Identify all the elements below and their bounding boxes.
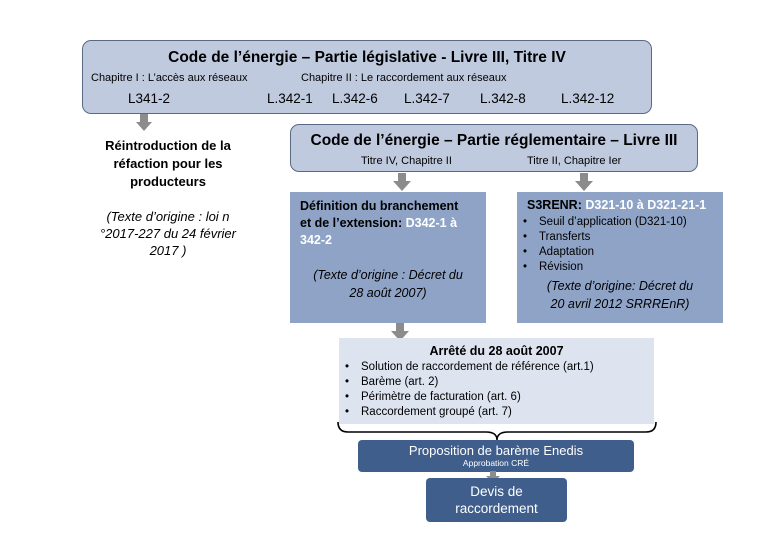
definition-ref-a: D342-1 à	[405, 216, 458, 230]
s3renr-item: Transferts	[517, 230, 687, 245]
arrete-title: Arrêté du 28 août 2007	[429, 344, 564, 358]
refaction-origin: (Texte d’origine : loi n °2017-227 du 24…	[92, 208, 244, 259]
proposition-sub: Approbation CRÉ	[462, 458, 530, 468]
arrete-box: Arrêté du 28 août 2007 Solution de racco…	[339, 338, 654, 424]
definition-box: Définition du branchement et de l’extens…	[290, 192, 486, 323]
devis-line-1: Devis de	[470, 484, 523, 499]
legislative-box: Code de l’énergie – Partie législative -…	[82, 40, 652, 114]
s3renr-refs: D321-10 à D321-21-1	[585, 198, 707, 212]
arrete-item: Solution de raccordement de référence (a…	[339, 360, 594, 375]
chapter-2-label: Chapitre II : Le raccordement aux réseau…	[301, 72, 507, 84]
s3renr-origin-2: 20 avril 2012 SRRREnR)	[550, 297, 690, 311]
code-l342-8: L.342-8	[480, 91, 526, 106]
curly-brace	[337, 421, 657, 441]
refaction-origin-3: 2017 )	[149, 243, 187, 258]
refaction-line-3: producteurs	[130, 174, 206, 189]
proposition-box: Proposition de barème Enedis Approbation…	[358, 440, 634, 472]
refaction-note: Réintroduction de la réfaction pour les …	[98, 137, 238, 191]
s3renr-title: S3RENR:	[527, 198, 586, 212]
titre-iv-label: Titre IV, Chapitre II	[361, 155, 452, 167]
code-l342-1: L.342-1	[267, 91, 313, 106]
code-l342-7: L.342-7	[404, 91, 450, 106]
code-l342-12: L.342-12	[561, 91, 615, 106]
refaction-line-2: réfaction pour les	[113, 156, 223, 171]
reglementaire-box: Code de l’énergie – Partie réglementaire…	[290, 124, 698, 172]
chapter-1-label: Chapitre I : L’accès aux réseaux	[91, 72, 248, 84]
s3renr-item: Adaptation	[517, 245, 687, 260]
code-l342-6: L.342-6	[332, 91, 378, 106]
s3renr-item: Révision	[517, 260, 687, 275]
reglementaire-title: Code de l’énergie – Partie réglementaire…	[310, 132, 678, 149]
arrow-down-s3renr	[575, 173, 593, 192]
legislative-title: Code de l’énergie – Partie législative -…	[168, 49, 566, 66]
devis-line-2: raccordement	[455, 501, 538, 516]
arrow-down-arrete	[391, 323, 409, 342]
titre-ii-label: Titre II, Chapitre Ier	[527, 155, 622, 167]
refaction-origin-1: (Texte d’origine : loi n	[106, 209, 230, 224]
arrete-list: Solution de raccordement de référence (a…	[339, 360, 594, 420]
refaction-origin-2: °2017-227 du 24 février	[99, 226, 236, 241]
s3renr-box: S3RENR: D321-10 à D321-21-1 Seuil d’appl…	[517, 192, 723, 323]
s3renr-list: Seuil d’application (D321-10) Transferts…	[517, 215, 687, 275]
arrow-down-def	[393, 173, 411, 192]
refaction-line-1: Réintroduction de la	[105, 138, 231, 153]
s3renr-item: Seuil d’application (D321-10)	[517, 215, 687, 230]
devis-box: Devis de raccordement	[426, 478, 567, 522]
s3renr-origin-1: (Texte d’origine: Décret du	[546, 279, 694, 293]
arrow-down-left	[136, 114, 152, 132]
definition-ref-b: 342-2	[300, 233, 332, 247]
arrete-item: Barème (art. 2)	[339, 375, 594, 390]
arrete-item: Raccordement groupé (art. 7)	[339, 405, 594, 420]
definition-origin-2: 28 août 2007)	[349, 286, 427, 300]
code-l341-2: L341-2	[128, 91, 171, 106]
arrete-item: Périmètre de facturation (art. 6)	[339, 390, 594, 405]
proposition-title: Proposition de barème Enedis	[408, 443, 584, 458]
definition-origin-1: (Texte d’origine : Décret du	[313, 268, 463, 282]
definition-line-1: Définition du branchement	[300, 199, 459, 213]
definition-line-2a: et de l’extension:	[300, 216, 406, 230]
